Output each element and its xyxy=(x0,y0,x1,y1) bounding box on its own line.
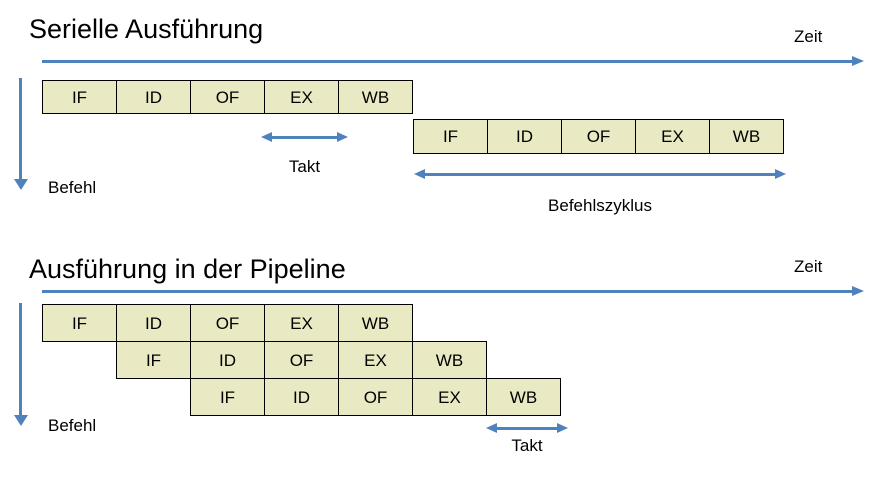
stage-box-of[interactable]: OF xyxy=(190,80,265,114)
time-axis xyxy=(42,56,864,68)
stage-box-if[interactable]: IF xyxy=(413,119,488,154)
arrow-left-head-icon xyxy=(414,169,425,179)
befehlszyklus-label: Befehlszyklus xyxy=(548,196,652,215)
stage-box-if[interactable]: IF xyxy=(116,341,191,379)
instruction-axis xyxy=(14,78,28,190)
arrow-left-head-icon xyxy=(261,132,272,142)
time-axis-label: Zeit xyxy=(794,257,823,276)
instruction-axis-arrowhead-icon xyxy=(14,415,28,426)
stage-box-of[interactable]: OF xyxy=(264,341,339,379)
stage-box-wb[interactable]: WB xyxy=(338,80,413,114)
table-row: IF ID OF EX WB xyxy=(42,80,413,114)
instruction-axis-label: Befehl xyxy=(48,178,97,197)
table-row: IF ID OF EX WB xyxy=(413,119,784,154)
time-axis xyxy=(42,286,864,298)
stage-box-ex[interactable]: EX xyxy=(264,80,339,114)
time-axis-arrowhead-icon xyxy=(852,286,864,296)
stage-box-ex[interactable]: EX xyxy=(338,341,413,379)
stage-box-wb[interactable]: WB xyxy=(709,119,784,154)
stage-box-id[interactable]: ID xyxy=(190,341,265,379)
stage-box-id[interactable]: ID xyxy=(487,119,562,154)
stage-box-ex[interactable]: EX xyxy=(264,304,339,342)
stage-box-wb[interactable]: WB xyxy=(338,304,413,342)
page-title: Serielle Ausführung xyxy=(29,14,264,44)
arrow-left-head-icon xyxy=(486,423,497,433)
befehlszyklus-measure-arrow xyxy=(414,169,786,180)
arrow-right-head-icon xyxy=(337,132,348,142)
stage-box-if[interactable]: IF xyxy=(42,80,117,114)
takt-label: Takt xyxy=(511,436,543,455)
pipeline-execution-panel: Ausführung in der Pipeline Zeit Befehl I… xyxy=(0,240,887,483)
stage-box-id[interactable]: ID xyxy=(116,80,191,114)
stage-box-of[interactable]: OF xyxy=(561,119,636,154)
instruction-axis-arrowhead-icon xyxy=(14,179,28,190)
stage-box-ex[interactable]: EX xyxy=(412,378,487,416)
stage-box-if[interactable]: IF xyxy=(42,304,117,342)
arrow-right-head-icon xyxy=(775,169,786,179)
stage-box-if[interactable]: IF xyxy=(190,378,265,416)
serial-execution-panel: Serielle Ausführung Zeit Befehl IF ID OF… xyxy=(0,0,887,240)
table-row: IF ID OF EX WB xyxy=(190,378,561,416)
instruction-axis-line xyxy=(19,78,22,179)
takt-measure-arrow xyxy=(261,132,348,143)
stage-box-of[interactable]: OF xyxy=(338,378,413,416)
measure-line xyxy=(422,173,778,176)
time-axis-arrowhead-icon xyxy=(852,56,864,66)
time-axis-line xyxy=(42,60,852,63)
stage-box-id[interactable]: ID xyxy=(116,304,191,342)
stage-box-wb[interactable]: WB xyxy=(412,341,487,379)
page-title: Ausführung in der Pipeline xyxy=(29,254,346,284)
instruction-axis-line xyxy=(19,303,22,415)
measure-line xyxy=(269,136,340,139)
stage-box-wb[interactable]: WB xyxy=(486,378,561,416)
time-axis-line xyxy=(42,290,852,293)
measure-line xyxy=(494,427,560,430)
table-row: IF ID OF EX WB xyxy=(42,304,413,342)
instruction-axis xyxy=(14,303,28,426)
stage-box-ex[interactable]: EX xyxy=(635,119,710,154)
stage-box-id[interactable]: ID xyxy=(264,378,339,416)
takt-label: Takt xyxy=(288,157,321,176)
instruction-axis-label: Befehl xyxy=(48,416,97,435)
arrow-right-head-icon xyxy=(557,423,568,433)
stage-box-of[interactable]: OF xyxy=(190,304,265,342)
takt-measure-arrow xyxy=(486,423,568,434)
time-axis-label: Zeit xyxy=(794,27,823,46)
table-row: IF ID OF EX WB xyxy=(116,341,487,379)
